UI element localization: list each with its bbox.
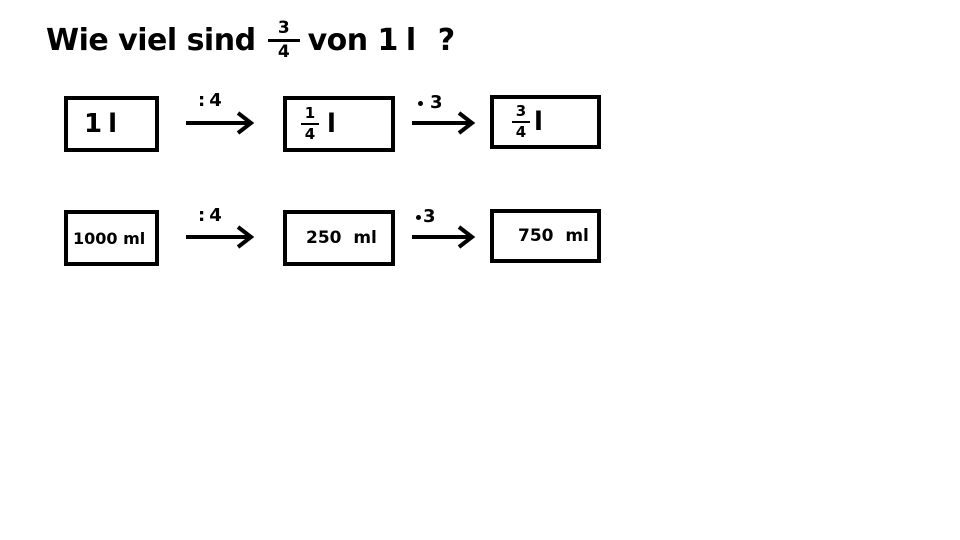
fraction-bar — [512, 121, 530, 123]
row2-divide-operator: :4 — [198, 205, 222, 226]
fraction-numerator: 3 — [515, 102, 527, 120]
multiply-value: 3 — [423, 206, 436, 227]
fraction-bar — [267, 39, 300, 42]
box-value: 1 — [84, 109, 103, 139]
row1-arrow-right-icon — [186, 111, 255, 135]
multiply-value: 3 — [430, 92, 443, 113]
row1-arrow-right-icon-2 — [412, 111, 476, 135]
row1-multiply-operator: 3 — [418, 92, 443, 113]
row1-box-quarter-liter: 1 4 l — [283, 96, 395, 152]
row2-arrow-right-icon — [186, 225, 255, 249]
title-fraction-denominator: 4 — [277, 42, 290, 62]
box-fraction: 1 4 — [301, 106, 319, 142]
fraction-denominator: 4 — [515, 123, 527, 141]
row2-box-750ml: 750 ml — [490, 209, 601, 263]
title-unit: l — [405, 23, 416, 58]
box-unit: l — [108, 109, 118, 139]
box-fraction: 3 4 — [512, 104, 530, 140]
box-text: 750 ml — [518, 226, 589, 246]
box-unit: l — [327, 109, 336, 139]
title-fraction: 3 4 — [267, 18, 300, 62]
fraction-numerator: 1 — [304, 104, 316, 122]
title-question-mark: ? — [437, 23, 455, 58]
title-suffix: von 1 — [307, 23, 399, 58]
row1-box-whole-liter: 1 l — [64, 96, 159, 152]
row2-box-250ml: 250 ml — [283, 210, 395, 266]
fraction-bar — [301, 123, 319, 125]
divide-symbol: : — [198, 205, 206, 226]
row1-divide-operator: :4 — [198, 90, 222, 111]
row1-box-three-quarter-liter: 3 4 l — [490, 95, 601, 149]
multiply-dot-icon — [416, 214, 421, 220]
divide-value: 4 — [209, 205, 222, 226]
divide-symbol: : — [198, 90, 206, 111]
question-title: Wie viel sind 3 4 von 1 l ? — [46, 20, 455, 61]
divide-value: 4 — [209, 90, 222, 111]
row2-box-1000ml: 1000 ml — [64, 210, 159, 266]
row2-multiply-operator: 3 — [416, 206, 436, 227]
box-unit: l — [534, 107, 543, 137]
box-text: 250 ml — [306, 228, 377, 248]
box-text: 1000 ml — [73, 228, 146, 248]
multiply-dot-icon — [418, 100, 423, 106]
title-prefix: Wie viel sind — [46, 23, 256, 58]
title-fraction-numerator: 3 — [277, 18, 290, 38]
row2-arrow-right-icon-2 — [412, 225, 476, 249]
fraction-denominator: 4 — [304, 125, 316, 143]
